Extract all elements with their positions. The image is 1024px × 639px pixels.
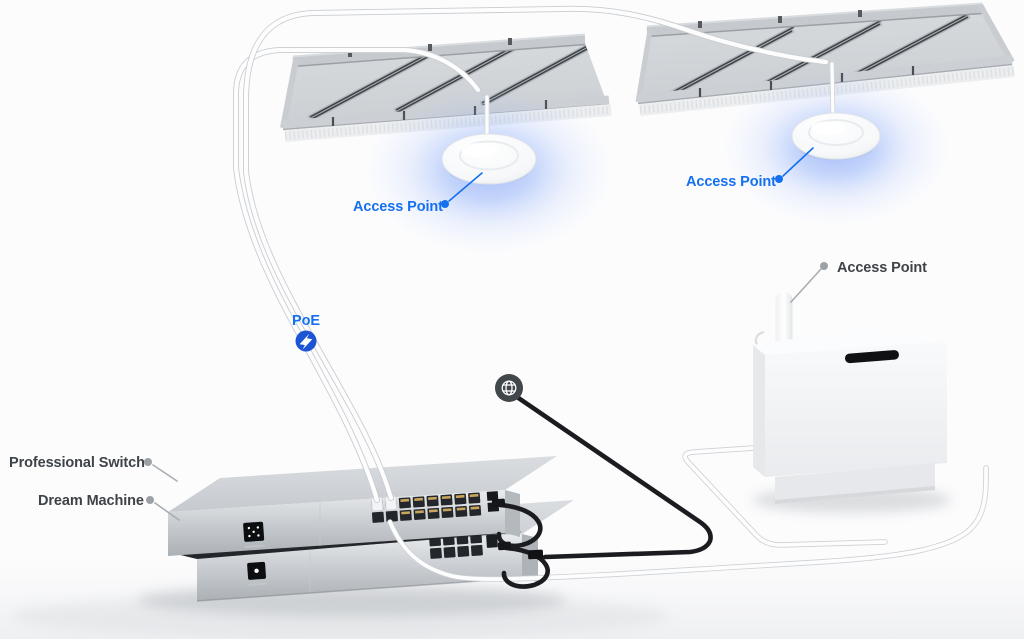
professional-switch-dot bbox=[144, 458, 152, 466]
ap2-pointer-line bbox=[782, 147, 814, 177]
dream-machine-display bbox=[247, 561, 267, 586]
professional-switch-label: Professional Switch bbox=[9, 455, 145, 471]
pointer-lines bbox=[152, 147, 822, 521]
wall-box-slot bbox=[845, 350, 899, 364]
ap1-pointer-line bbox=[448, 172, 483, 202]
white-cables-to-ceiling bbox=[233, 5, 829, 503]
ceiling-grid-2 bbox=[635, 2, 1015, 116]
sfp-port-1 bbox=[486, 491, 499, 501]
poe-badge bbox=[295, 330, 317, 352]
access-point-1-dot bbox=[441, 200, 449, 208]
ceiling-access-point-2 bbox=[791, 112, 881, 160]
white-cable-bottom-loop bbox=[387, 445, 989, 582]
access-point-1-label: Access Point bbox=[353, 199, 443, 215]
port-gold-pins bbox=[400, 493, 480, 515]
dream-machine-pointer-line bbox=[154, 502, 180, 521]
grid-clips-back-1 bbox=[348, 38, 512, 57]
switch-stack bbox=[137, 456, 574, 616]
ap3-pointer-line bbox=[790, 268, 822, 303]
professional-switch-ports bbox=[370, 491, 500, 523]
switch-pointer-line bbox=[152, 464, 178, 482]
professional-switch-display bbox=[243, 521, 265, 548]
access-point-2-label: Access Point bbox=[686, 174, 776, 190]
globe-icon bbox=[495, 374, 523, 402]
black-cable-connectors bbox=[491, 498, 512, 551]
wall-box-access-point-device bbox=[752, 292, 952, 513]
access-point-3-label: Access Point bbox=[837, 260, 927, 276]
poe-label: PoE bbox=[292, 313, 320, 329]
antenna bbox=[775, 292, 793, 352]
ceiling-access-point-1 bbox=[441, 133, 537, 185]
professional-switch-device bbox=[168, 456, 557, 556]
dream-machine-dot bbox=[146, 496, 154, 504]
wan-cable bbox=[514, 394, 713, 560]
lightning-icon bbox=[299, 333, 313, 350]
grid-clips-back-2 bbox=[698, 10, 862, 28]
access-point-3-dot bbox=[820, 262, 828, 270]
dream-machine-label: Dream Machine bbox=[38, 493, 144, 509]
access-point-2-dot bbox=[775, 175, 783, 183]
